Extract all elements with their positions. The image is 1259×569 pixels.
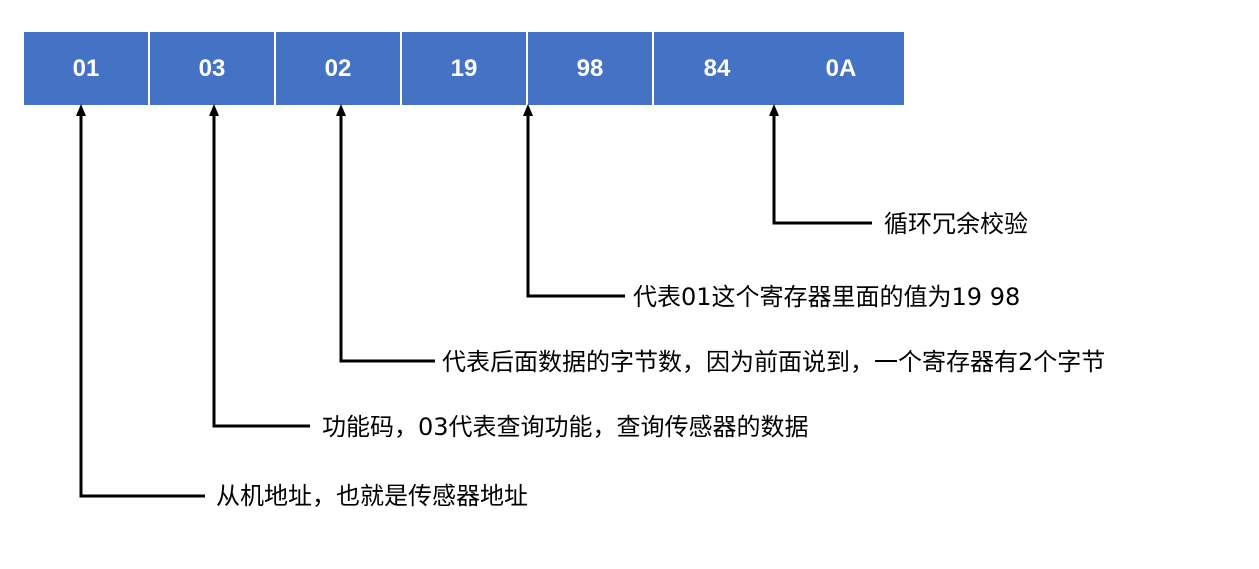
annotation-function-code: 功能码，03代表查询功能，查询传感器的数据 <box>322 413 809 441</box>
connector-function-code <box>212 112 310 428</box>
byte-function-code: 03 <box>150 32 276 105</box>
byte-slave-address: 01 <box>24 32 150 105</box>
byte-data-low: 98 <box>528 32 654 105</box>
annotation-slave-address: 从机地址，也就是传感器地址 <box>216 482 528 510</box>
connector-crc <box>772 112 872 225</box>
annotation-crc: 循环冗余校验 <box>884 210 1028 238</box>
connector-byte-count <box>339 112 435 363</box>
modbus-frame-bytes: 01 03 02 19 98 84 0A <box>24 32 904 105</box>
arrow-slave-address <box>76 104 86 116</box>
byte-data-high: 19 <box>402 32 528 105</box>
arrow-register-value <box>523 104 533 116</box>
annotation-byte-count: 代表后面数据的字节数，因为前面说到，一个寄存器有2个字节 <box>442 348 1106 376</box>
byte-crc-low: 84 <box>654 32 780 105</box>
byte-crc-high: 0A <box>778 32 904 105</box>
connector-slave-address <box>79 112 205 498</box>
arrow-crc <box>769 104 779 116</box>
byte-count: 02 <box>276 32 402 105</box>
arrow-function-code <box>209 104 219 116</box>
arrow-byte-count <box>336 104 346 116</box>
annotation-register-value: 代表01这个寄存器里面的值为19 98 <box>633 283 1021 311</box>
connector-register-value <box>526 112 625 298</box>
